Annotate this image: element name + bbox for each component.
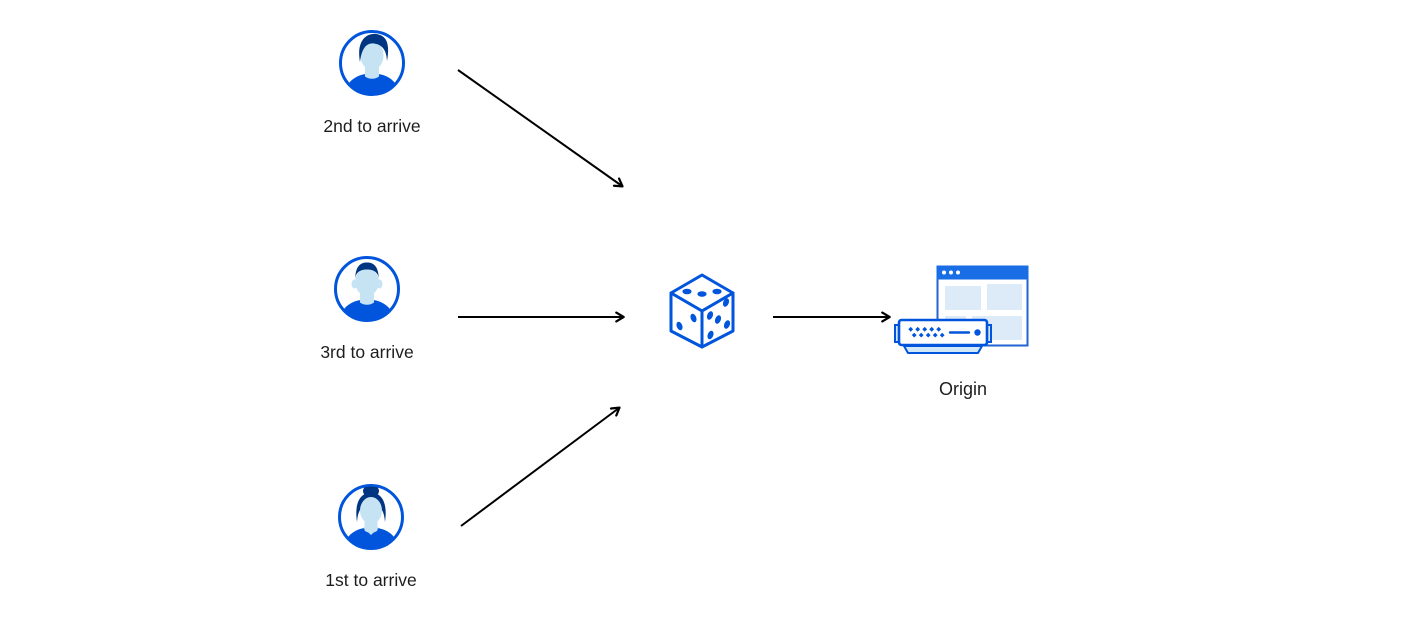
node-label-user-second: 2nd to arrive [323,116,421,136]
origin-server-icon [894,265,1029,354]
user-avatar-female-icon [338,484,404,550]
server-icon [894,318,992,354]
arrow-user-second-to-dice [457,69,624,188]
dice-icon [669,273,735,349]
node-origin: Origin [891,258,1035,400]
node-user-first: 1st to arrive [299,481,443,591]
node-user-third: 3rd to arrive [295,253,439,363]
node-label-origin: Origin [938,379,987,399]
node-label-user-third: 3rd to arrive [320,342,414,362]
node-dice [630,272,774,350]
user-avatar-male-short-hair-icon [334,256,400,322]
user-avatar-male-icon [339,30,405,96]
node-user-second: 2nd to arrive [300,27,444,137]
arrow-user-first-to-dice [460,406,621,527]
node-label-user-first: 1st to arrive [325,570,417,590]
